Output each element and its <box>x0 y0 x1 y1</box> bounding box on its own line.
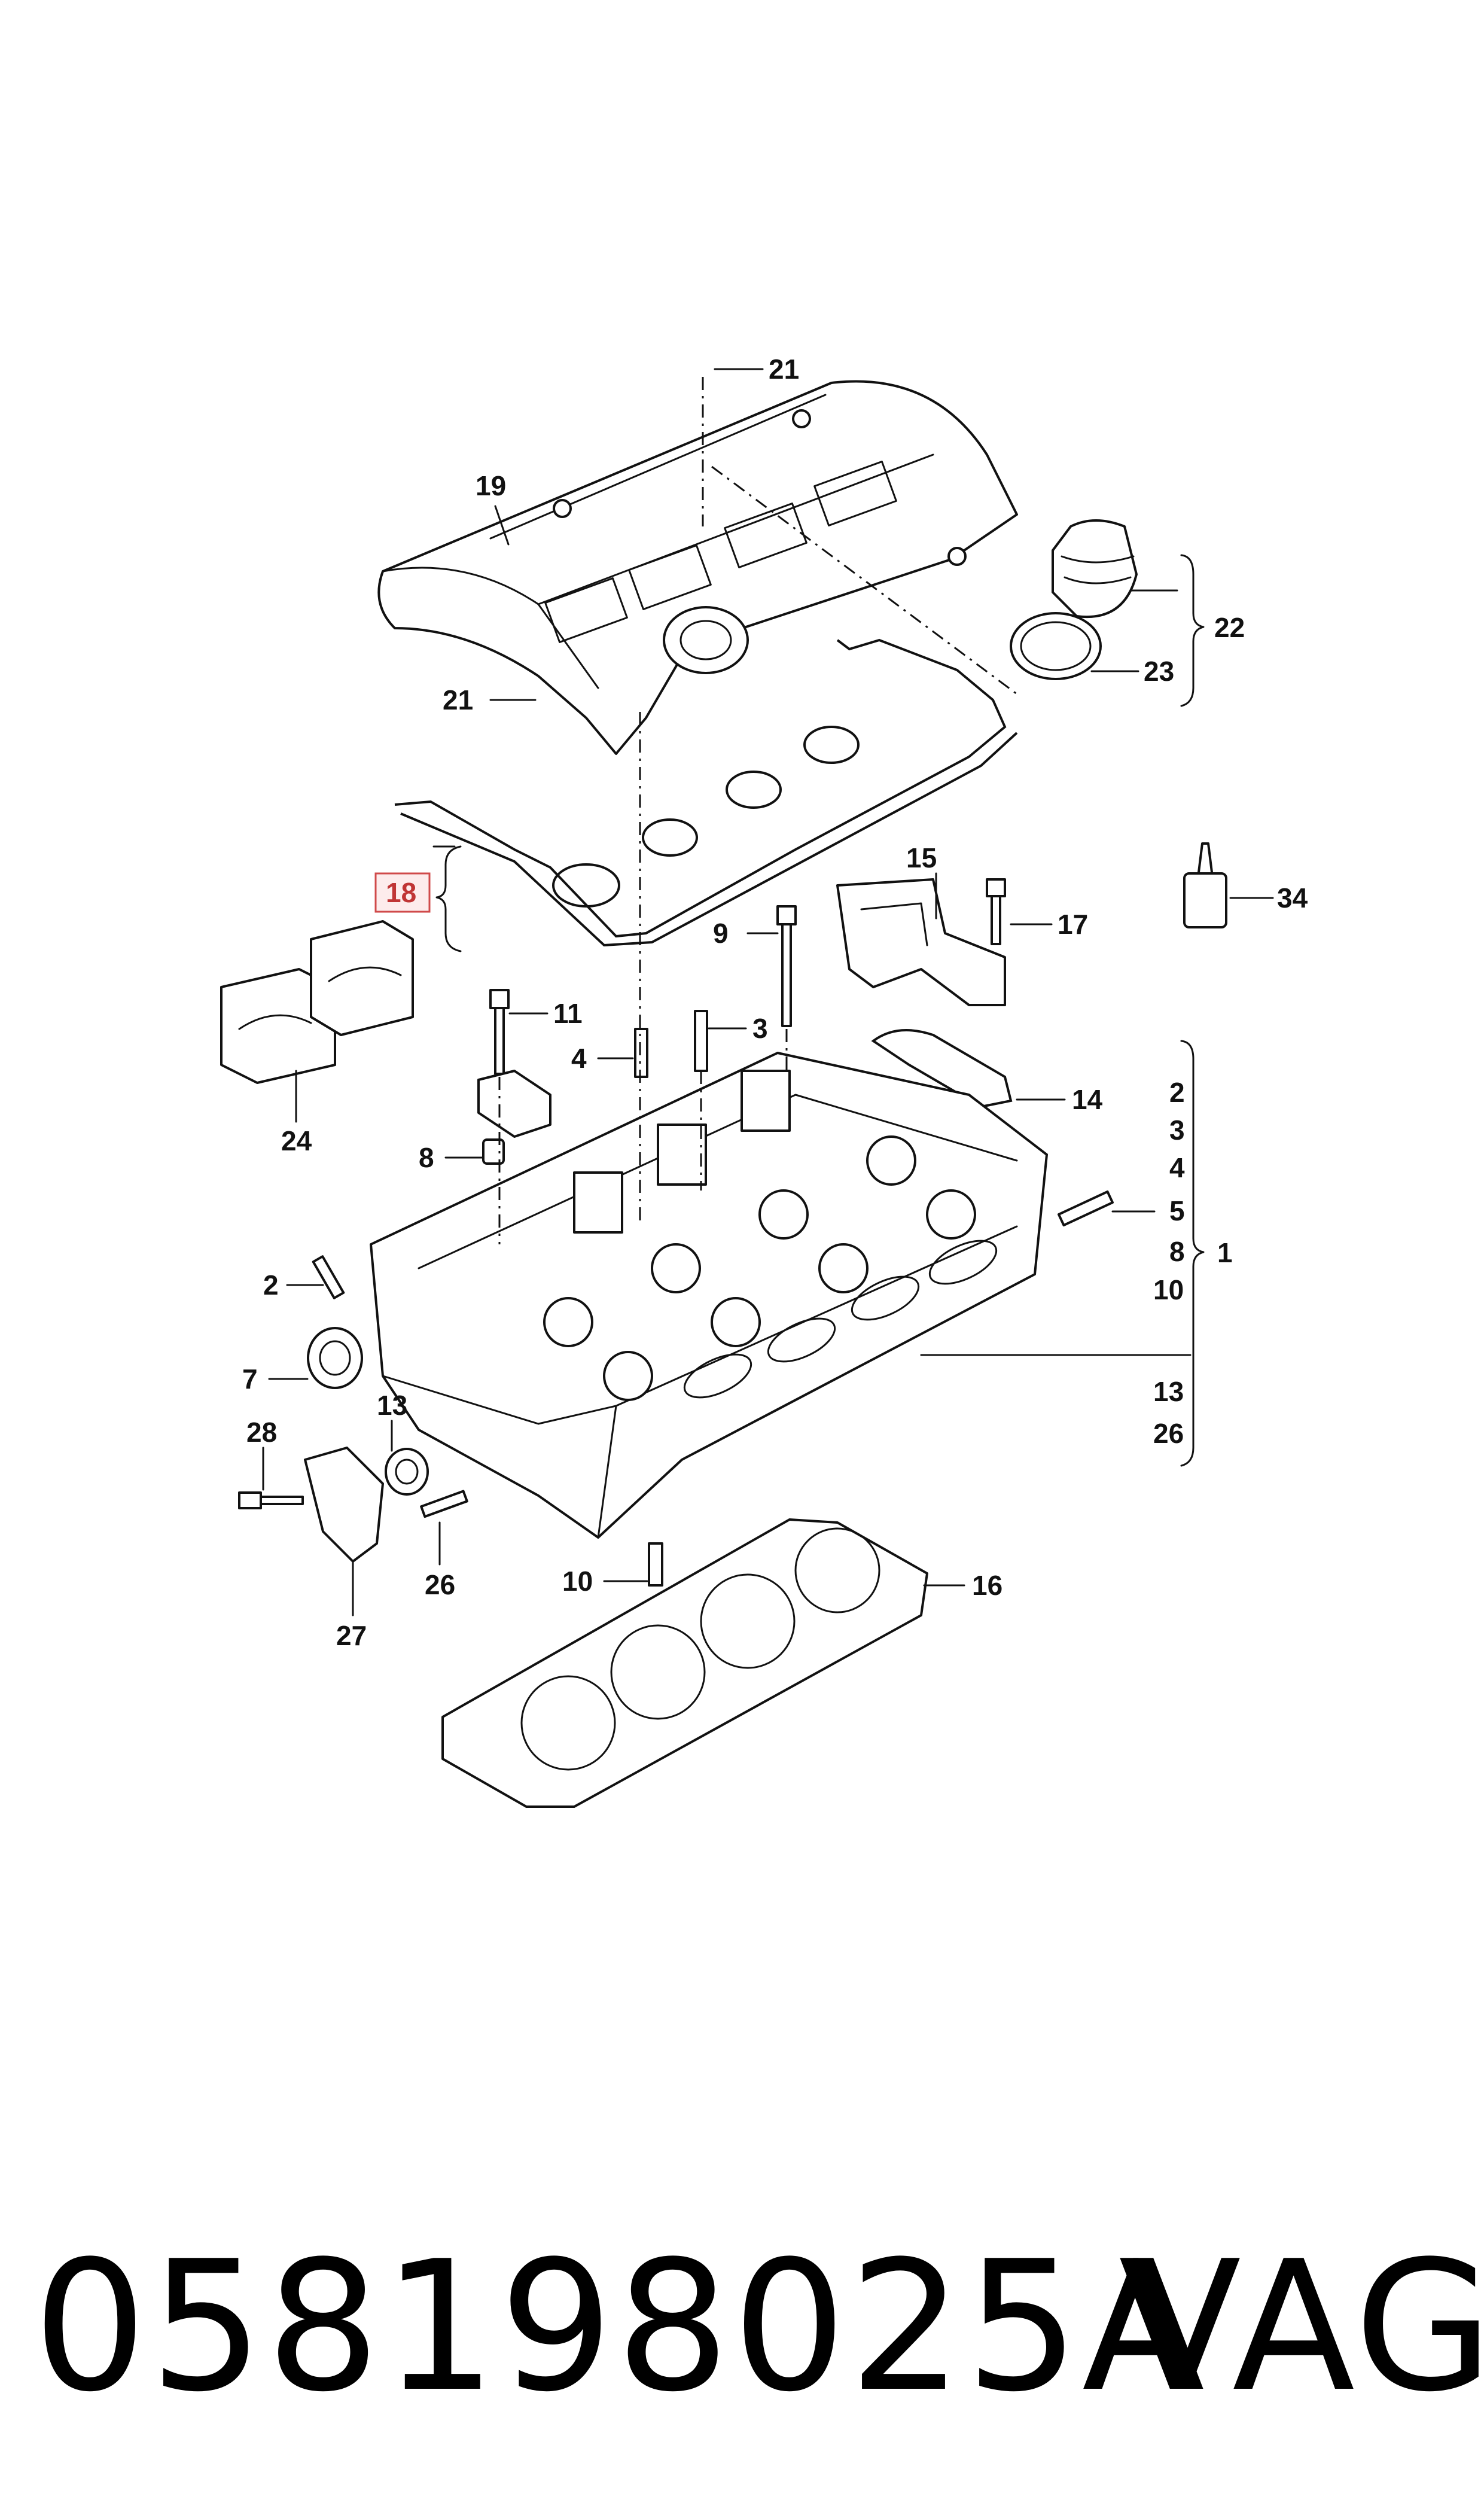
bearing-cap-set <box>220 920 414 1084</box>
callout-26-bottom: 26 <box>425 1569 455 1600</box>
brace-22 <box>1180 554 1205 707</box>
sensor-bracket-27 <box>304 1447 384 1563</box>
brace-18 <box>435 845 462 952</box>
bracket-item: 2 <box>1169 1077 1185 1108</box>
callout-34: 34 <box>1277 882 1308 914</box>
stud-26 <box>420 1490 468 1518</box>
callout-1: 1 <box>1217 1237 1233 1268</box>
assembly-lines <box>498 377 1017 1244</box>
part-number: 058198025A <box>33 2222 1208 2431</box>
callout-17: 17 <box>1058 909 1088 940</box>
bracket-item: 8 <box>1169 1236 1185 1267</box>
bolt-11 <box>489 989 510 1075</box>
callout-14: 14 <box>1072 1084 1103 1115</box>
camshaft-adjuster-gasket <box>871 1029 1013 1109</box>
cylinder-head <box>370 1052 1048 1539</box>
callout-16: 16 <box>972 1570 1002 1601</box>
callout-27: 27 <box>336 1620 367 1651</box>
oil-seal-7 <box>307 1327 363 1389</box>
callout-18-highlight <box>374 872 431 913</box>
bolt-9 <box>776 905 797 1027</box>
callout-2-left: 2 <box>263 1269 279 1301</box>
callout-3-bolt: 3 <box>752 1013 768 1044</box>
stud-10 <box>648 1542 663 1587</box>
leader-lines <box>262 368 1274 1616</box>
callout-24: 24 <box>281 1125 312 1156</box>
stud-5 <box>1057 1190 1114 1227</box>
sealant-tube <box>1183 842 1227 928</box>
stud-2 <box>312 1255 345 1299</box>
stud-3 <box>694 1010 708 1072</box>
cam-cap-piece <box>477 1070 551 1138</box>
callout-5: 5 <box>1169 1195 1185 1226</box>
callout-22: 22 <box>1214 612 1245 643</box>
bracket-item: 26 <box>1153 1418 1184 1449</box>
callout-21-top: 21 <box>769 354 799 385</box>
oil-filler-cap <box>1052 519 1138 619</box>
brand-name: VAG <box>1119 2222 1484 2431</box>
brace-1 <box>1180 1040 1205 1467</box>
bracket-item: 13 <box>1153 1376 1184 1407</box>
callout-labels: 21 19 22 23 21 18 15 34 9 17 11 3 4 24 1… <box>242 354 1308 1651</box>
bracket-item: 10 <box>1153 1274 1184 1305</box>
dowel-sleeve-8 <box>482 1138 505 1165</box>
callout-18: 18 <box>386 877 416 908</box>
callout-10-bottom: 10 <box>562 1566 593 1597</box>
oil-filler-seal-ring <box>1010 612 1102 680</box>
callout-23: 23 <box>1144 656 1174 687</box>
bracket-item: 4 <box>1169 1152 1185 1183</box>
valve-cover <box>377 380 1018 755</box>
callout-9: 9 <box>713 918 729 949</box>
valve-cover-gasket <box>394 638 1018 947</box>
callout-4-bolt: 4 <box>571 1043 587 1074</box>
stud-4 <box>634 1028 648 1078</box>
plug-13 <box>385 1448 429 1496</box>
bracket-item: 3 <box>1169 1115 1185 1146</box>
cylinder-head-gasket <box>441 1518 928 1808</box>
callout-15: 15 <box>906 842 937 873</box>
callout-21-left: 21 <box>443 684 473 715</box>
callout-11: 11 <box>553 998 583 1029</box>
callout-7: 7 <box>242 1363 258 1395</box>
callout-13-left: 13 <box>377 1390 407 1421</box>
bolt-17 <box>986 878 1006 945</box>
callout-8-left: 8 <box>419 1142 434 1173</box>
camshaft-adjuster-bracket <box>836 878 1006 1006</box>
bolt-28 <box>238 1491 304 1509</box>
callout-28: 28 <box>246 1417 277 1448</box>
callout-19: 19 <box>476 470 506 501</box>
exploded-parts-diagram: 21 19 22 23 21 18 15 34 9 17 11 3 4 24 1… <box>220 354 1308 1808</box>
